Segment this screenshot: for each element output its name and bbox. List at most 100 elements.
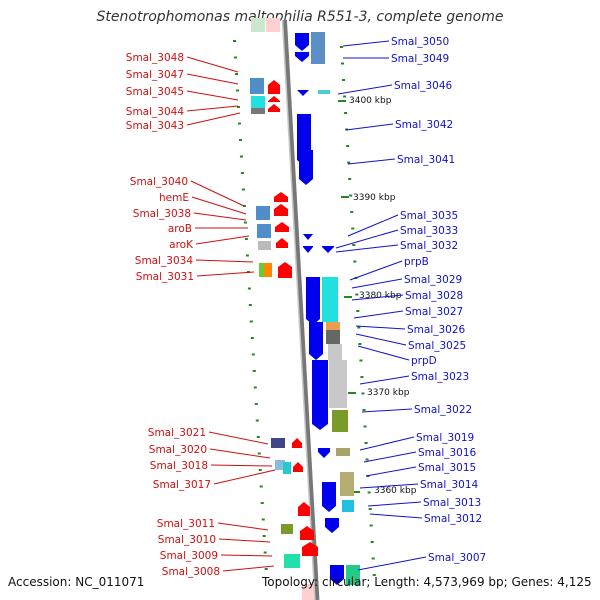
kbp-label: 3380 kbp (359, 291, 402, 301)
feature-block (251, 18, 265, 32)
forward-feature (271, 438, 285, 448)
tick-mark (241, 188, 245, 191)
reverse-gene-arrow (309, 354, 323, 360)
reverse-gene (299, 150, 313, 179)
gene-label: Smal_3029 (404, 274, 462, 286)
forward-gene-arrow (268, 80, 280, 85)
leader-line (190, 180, 245, 207)
topology-text: Topology: circular; Length: 4,573,969 bp… (262, 575, 592, 589)
leader-line (355, 325, 406, 330)
gene-label: Smal_3027 (405, 306, 463, 318)
genome-backbone (281, 19, 320, 600)
tick-mark (353, 260, 357, 263)
forward-feature (275, 460, 285, 470)
tick-mark (369, 524, 373, 527)
forward-gene-arrow (300, 526, 314, 531)
leader-line (369, 513, 423, 519)
reverse-gene-arrow (303, 234, 313, 240)
reverse-gene (322, 246, 334, 247)
tick-mark (257, 452, 261, 455)
tick-mark (233, 56, 237, 59)
tick-mark (256, 436, 260, 438)
reverse-gene (303, 246, 313, 247)
leader-line (335, 229, 399, 249)
tick-mark (364, 442, 368, 444)
kbp-label: 3400 kbp (349, 96, 392, 106)
leader-line (353, 310, 404, 319)
reverse-feature (318, 90, 330, 94)
gene-label: Smal_3019 (416, 432, 474, 444)
gene-label: prpD (411, 355, 437, 367)
leader-line (213, 469, 276, 485)
forward-gene (274, 197, 288, 202)
tick-mark (358, 343, 362, 345)
tick-mark (361, 392, 365, 395)
reverse-gene (295, 33, 309, 45)
kbp-label: 3390 kbp (353, 193, 396, 203)
leader-line (359, 436, 415, 451)
tick-mark (243, 221, 247, 224)
reverse-gene-arrow (330, 579, 344, 585)
tick-mark (261, 518, 265, 521)
gene-label: Smal_3041 (397, 154, 455, 166)
forward-gene (278, 267, 292, 278)
forward-feature (251, 108, 265, 114)
forward-gene-arrow (276, 238, 288, 243)
reverse-gene-arrow (303, 247, 313, 253)
forward-gene (275, 227, 289, 232)
gene-label: Smal_3048 (126, 52, 184, 64)
tick-mark (368, 508, 372, 510)
reverse-feature (340, 472, 354, 496)
forward-gene-arrow (278, 262, 292, 267)
tick-mark (251, 353, 255, 356)
forward-gene-arrow (268, 104, 280, 109)
tick-mark (350, 211, 354, 213)
forward-gene (268, 85, 280, 94)
leader-line (209, 448, 271, 459)
gene-label: hemE (159, 192, 189, 204)
reverse-feature (326, 322, 340, 330)
gene-label: Smal_3015 (418, 462, 476, 474)
tick-mark (262, 535, 266, 537)
tick-mark (342, 79, 346, 81)
gene-label: Smal_3016 (418, 447, 477, 459)
tick-mark (362, 409, 366, 411)
reverse-gene-arrow (322, 247, 334, 253)
reverse-gene-arrow (322, 506, 336, 512)
forward-gene-arrow (268, 96, 280, 101)
leader-line (186, 105, 239, 112)
leader-line (191, 196, 247, 215)
leader-line (196, 271, 255, 277)
tick-mark (259, 485, 263, 488)
leader-line (357, 556, 427, 571)
gene-label: Smal_3040 (130, 176, 188, 188)
tick-mark (260, 502, 264, 504)
reverse-feature (329, 360, 347, 408)
tick-mark (360, 376, 364, 378)
tick-mark (235, 89, 239, 92)
tick-mark (341, 62, 345, 65)
leader-line (186, 73, 239, 85)
tick-mark (250, 337, 254, 339)
forward-gene (302, 547, 318, 556)
reverse-gene-arrow (318, 452, 330, 458)
reverse-gene-arrow (312, 424, 328, 430)
tick-mark (365, 458, 369, 461)
gene-label: Smal_3007 (428, 552, 486, 564)
tick-mark (255, 419, 259, 422)
leader-line (335, 244, 399, 253)
gene-label: aroK (169, 239, 194, 251)
tick-mark (346, 145, 350, 147)
tick-mark (357, 326, 361, 329)
kbp-tick (348, 392, 356, 394)
leader-line (220, 554, 273, 557)
tick-mark (352, 244, 356, 246)
forward-gene (276, 243, 288, 248)
gene-label: Smal_3032 (400, 240, 458, 252)
forward-gene (268, 101, 280, 102)
forward-gene-arrow (275, 222, 289, 227)
leader-line (337, 84, 393, 95)
leader-line (217, 522, 269, 531)
tick-mark (237, 122, 241, 125)
leader-line (193, 212, 247, 221)
